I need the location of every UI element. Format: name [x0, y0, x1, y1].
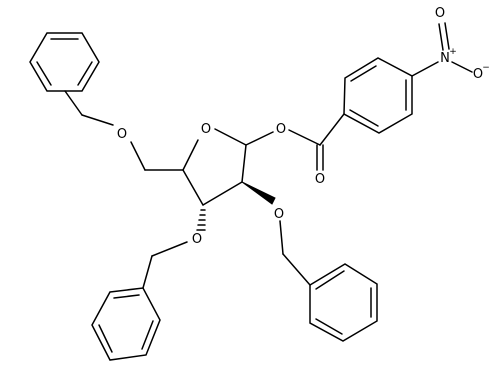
benzene-ring-nitrophenyl	[343, 57, 413, 134]
c2-benzyloxy-chain	[279, 220, 311, 286]
c3-benzyloxy-oxygen-label: O	[192, 232, 202, 247]
nitro-oxygen-top-label: O	[435, 6, 445, 21]
nitro-nitrogen-label: N	[440, 51, 450, 66]
benzene-ring-bottom-right	[309, 263, 378, 342]
c2-benzyloxy-oxygen-label: O	[274, 207, 284, 222]
nitro-group-bonds	[411, 22, 473, 77]
nitro-oxygen-charge: −	[482, 63, 490, 73]
benzene-ring-bottom-left	[91, 287, 161, 361]
c5-benzyloxy-chain	[64, 90, 184, 171]
ester-oxygen-label: O	[276, 122, 286, 137]
ester-linkage	[245, 113, 345, 171]
c5-benzyloxy-oxygen-label: O	[117, 127, 127, 142]
c3-hashed-bond	[196, 209, 206, 231]
nitro-oxygen-right-label: O	[473, 67, 483, 82]
ring-oxygen-label: O	[201, 122, 211, 137]
c2-wedge-bond	[241, 181, 276, 205]
nitro-nitrogen-charge: +	[449, 47, 457, 57]
carbonyl-oxygen-label: O	[315, 172, 325, 187]
benzene-ring-top-left	[29, 32, 100, 92]
furanose-ring	[182, 128, 247, 206]
c3-benzyloxy-chain	[142, 241, 188, 289]
